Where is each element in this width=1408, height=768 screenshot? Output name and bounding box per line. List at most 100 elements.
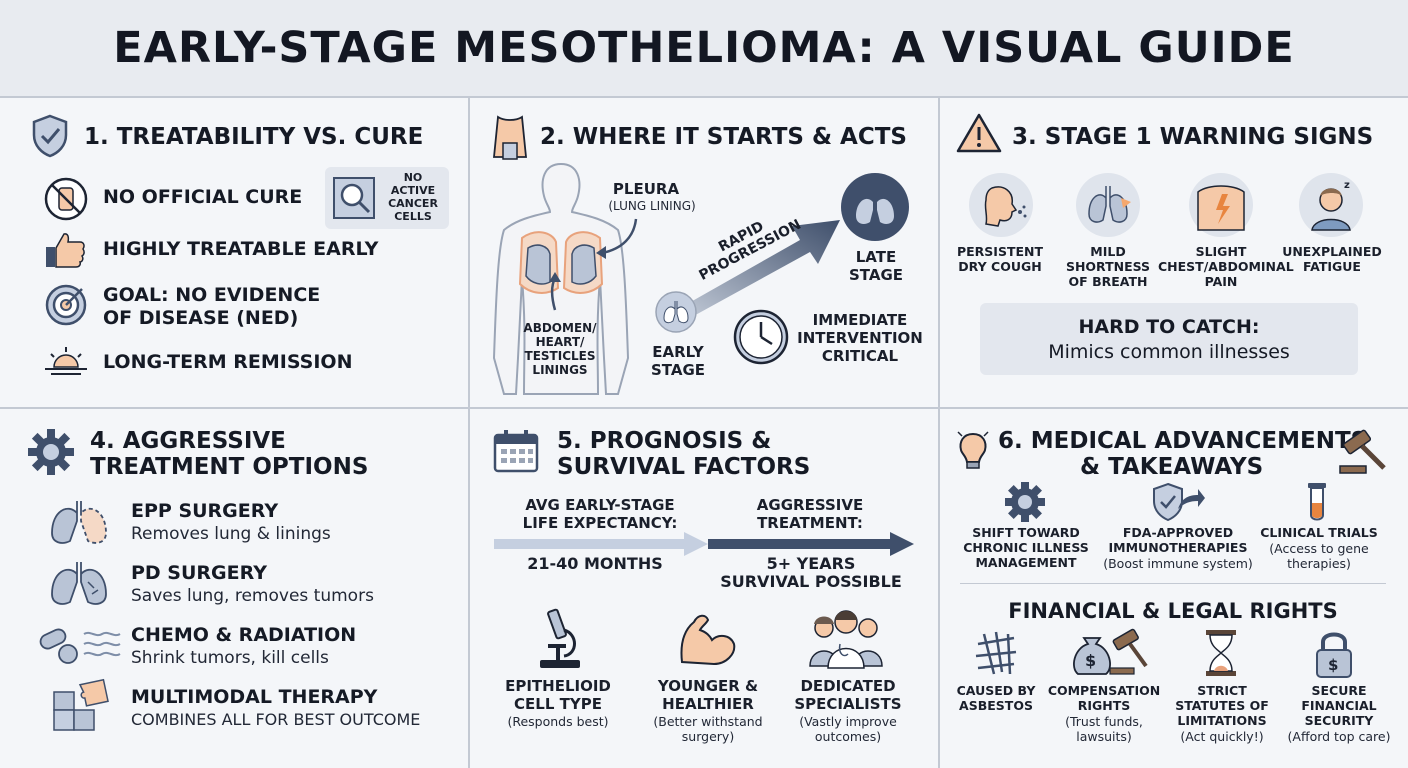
early-line: EARLY [652,343,704,361]
panel-title: 1. TREATABILITY VS. CURE [84,124,424,150]
pills-radiation-icon [39,628,121,664]
no-medicine-icon [44,177,88,221]
right-line: LIMITATIONS [1177,713,1267,728]
right-line: STATUTES OF [1175,698,1269,713]
immediate-line: IMMEDIATE [812,311,908,329]
thumbs-up-icon [46,233,85,268]
badge-line: CELLS [394,210,432,223]
sign-line: FATIGUE [1303,259,1361,274]
cough-icon [969,173,1033,237]
divider [468,98,470,768]
right-sub: (Afford top care) [1287,729,1391,744]
badge-line: CANCER [388,197,438,210]
warning-sign-label: SLIGHT CHEST/ABDOMINAL PAIN [1158,244,1294,289]
fatigue-icon: z [1299,173,1363,237]
calendar-icon [493,430,539,473]
gavel-icon [1339,429,1386,474]
sign-line: PERSISTENT [956,244,1044,259]
agg-line: AGGRESSIVE [756,496,864,514]
lightbulb-icon [957,431,989,469]
divider [938,98,940,768]
factor-line: HEALTHIER [662,695,754,713]
no-cancer-badge: NO ACTIVE CANCER CELLS [325,167,449,229]
right-sub-line: lawsuits) [1076,729,1132,744]
other-line: LININGS [532,363,588,377]
financial-title: FINANCIAL & LEGAL RIGHTS [1008,599,1338,623]
immediate-line: INTERVENTION [797,329,923,347]
factor-line: YOUNGER & [657,677,759,695]
adv-line: SHIFT TOWARD [972,525,1080,540]
progression-arrow-icon [680,220,840,318]
advancement-label: SHIFT TOWARD CHRONIC ILLNESS MANAGEMENT [954,525,1098,570]
right-label: CAUSED BY ASBESTOS [950,683,1042,713]
other-line: HEART/ [535,335,585,349]
sign-line: UNEXPLAINED [1282,244,1382,259]
gear-icon [1005,482,1045,522]
chest-pain-icon [1189,173,1253,237]
sunrise-icon [45,347,87,375]
money-bag-gavel-icon: $ [1073,628,1148,675]
factor-sub-line: (Better withstand [653,714,763,729]
factor-line: CELL TYPE [514,695,602,713]
svg-text:$: $ [1085,651,1096,670]
years-line: SURVIVAL POSSIBLE [720,572,902,591]
hard-to-catch-box: HARD TO CATCH: Mimics common illnesses [980,303,1358,375]
treatment-sub: Removes lung & linings [131,524,331,544]
right-label: SECURE FINANCIAL SECURITY [1280,683,1398,728]
late-stage-label: LATE STAGE [826,248,926,284]
early-stage-label: EARLY STAGE [630,343,726,379]
right-line: STRICT [1197,683,1247,698]
right-line: FINANCIAL [1301,698,1377,713]
badge-line: ACTIVE [390,184,436,197]
right-label: STRICT STATUTES OF LIMITATIONS [1166,683,1278,728]
panel-title: 6. MEDICAL ADVANCEMENTS [998,428,1368,454]
adv-line: MANAGEMENT [975,555,1077,570]
early-line: STAGE [650,361,706,379]
immediate-intervention-label: IMMEDIATE INTERVENTION CRITICAL [790,311,930,365]
panel-title: 3. STAGE 1 WARNING SIGNS [1012,124,1374,150]
warning-sign-label: MILD SHORTNESS OF BREATH [1052,244,1164,289]
page-title: EARLY-STAGE MESOTHELIOMA: A VISUAL GUIDE [113,23,1295,73]
panel-title: TREATMENT OPTIONS [90,454,369,480]
lungs-icon [51,501,107,544]
sign-line: CHEST/ABDOMINAL [1158,259,1294,274]
factor-sub-line: surgery) [681,729,735,744]
pleura-label: PLEURA [612,180,680,198]
magnifier-icon [333,177,375,219]
test-tube-icon [1308,483,1326,521]
hourglass-icon [1206,630,1236,676]
right-line: SECURITY [1304,713,1374,728]
treat-item: OF DISEASE (NED) [103,307,299,329]
divider [0,407,1408,409]
adv-sub-line: (Access to gene [1269,541,1369,556]
sign-line: DRY COUGH [958,259,1042,274]
lungs-icon [1076,173,1140,237]
treatment-sub: Shrink tumors, kill cells [131,648,329,668]
right-sub-line: (Trust funds, [1065,714,1143,729]
sign-line: OF BREATH [1068,274,1148,289]
specialists-icon [809,610,883,669]
page-header: EARLY-STAGE MESOTHELIOMA: A VISUAL GUIDE [0,0,1408,98]
lungs-icon [51,562,107,605]
shield-arrow-icon [1153,482,1205,522]
treatment-sub: COMBINES ALL FOR BEST OUTCOME [131,710,421,729]
agg-line: TREATMENT: [757,514,863,532]
right-sub: (Act quickly!) [1180,729,1264,744]
factor-sub-line: (Vastly improve [799,714,897,729]
treatment-title: CHEMO & RADIATION [131,624,357,646]
warning-sign-label: UNEXPLAINED FATIGUE [1282,244,1382,274]
factor-line: SPECIALISTS [794,695,902,713]
warning-icon [956,113,1002,153]
late-stage-lungs-icon [841,173,909,241]
flexed-arm-icon [680,614,736,666]
panel-title: SURVIVAL FACTORS [557,454,811,480]
avg-life-label: AVG EARLY-STAGE LIFE EXPECTANCY: [500,496,700,532]
body-outline-illustration [492,162,630,395]
treat-item: NO OFFICIAL CURE [103,186,303,208]
timeline-arrow-icon [494,532,914,556]
adv-sub-line: therapies) [1287,556,1351,571]
pointer-arrow-icon [596,218,638,259]
divider [960,583,1386,584]
years-line: 5+ YEARS [766,554,856,573]
advancement-label: FDA-APPROVED IMMUNOTHERAPIES [1098,525,1258,555]
